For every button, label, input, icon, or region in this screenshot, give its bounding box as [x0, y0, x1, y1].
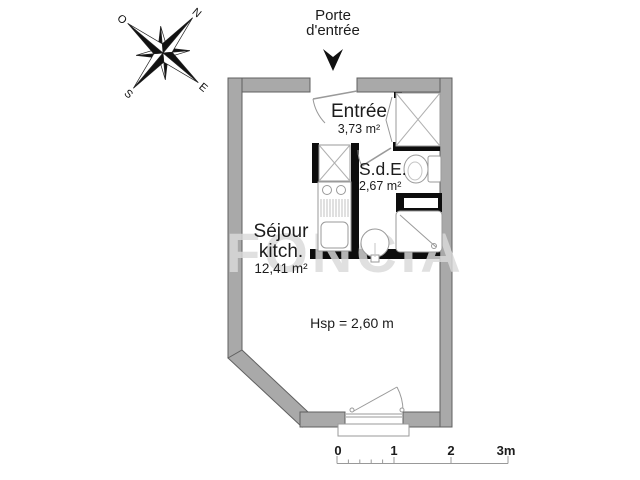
- compass-label-south: S: [122, 87, 135, 101]
- sde-niche-slot: [404, 198, 438, 208]
- room-entree-name: Entrée: [331, 101, 387, 122]
- scale-label-2: 2: [447, 443, 454, 458]
- entrance-door-label-line2: d'entrée: [306, 22, 360, 39]
- wall-top-right: [356, 77, 453, 93]
- compass-label-west: O: [115, 12, 130, 27]
- toilet-icon: [403, 154, 442, 184]
- room-sejour-name-line2: kitch.: [258, 241, 304, 262]
- wall-chamfer: [227, 349, 309, 428]
- entrance-arrow-icon: [323, 49, 343, 71]
- compass-rose-icon: N E S O: [115, 6, 210, 101]
- scale-label-0: 0: [334, 443, 341, 458]
- entree-closet-icon: [385, 92, 441, 147]
- scale-bar: 0 1 2 3m: [334, 443, 515, 464]
- scale-label-1: 1: [390, 443, 397, 458]
- room-sejour-area: 12,41 m²: [254, 261, 308, 276]
- room-label-sde: S.d.E. 2,67 m²: [359, 159, 419, 194]
- room-label-sejour: Séjour kitch. 12,41 m²: [241, 222, 321, 276]
- entrance-door-label: Porte d'entrée: [293, 8, 373, 38]
- shower-icon: [395, 210, 443, 253]
- kitchen-closet-icon: [318, 144, 351, 182]
- entrance-door-label-line1: Porte: [315, 7, 351, 24]
- wall-bottom-left: [299, 411, 346, 428]
- wall-kitchen-sde-divider: [351, 143, 359, 259]
- room-entree-area: 3,73 m²: [337, 122, 381, 136]
- kitchenette-icon: [317, 181, 352, 252]
- balcony-door-icon: [337, 386, 410, 437]
- washbasin-icon: [360, 228, 390, 263]
- outer-walls: [227, 77, 453, 428]
- compass-label-east: E: [196, 81, 209, 95]
- scale-label-3m: 3m: [497, 443, 516, 458]
- room-label-entree: Entrée 3,73 m²: [319, 101, 399, 137]
- sde-door-icon: [357, 147, 392, 167]
- entrance-door-icon: [312, 90, 358, 124]
- wall-kitchen-closet-left: [312, 143, 319, 183]
- room-sejour-name-line1: Séjour: [253, 221, 309, 242]
- room-sde-name: S.d.E.: [359, 159, 407, 179]
- wall-left: [227, 77, 243, 359]
- ceiling-height-label: Hsp = 2,60 m: [310, 315, 394, 331]
- compass-long-rays: [127, 17, 199, 89]
- room-sde-area: 2,67 m²: [359, 179, 402, 193]
- fixtures: [312, 90, 443, 437]
